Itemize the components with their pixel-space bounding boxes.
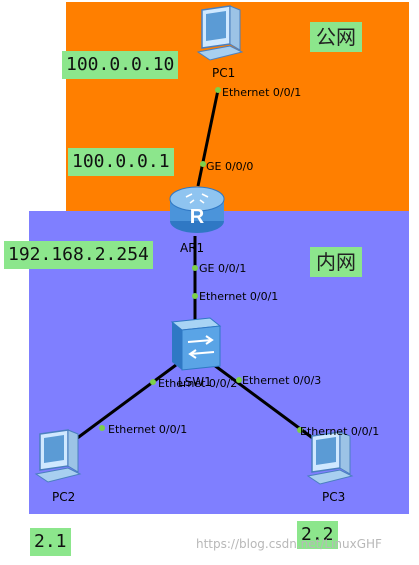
port-label-ar1-ge000: GE 0/0/0 [206, 160, 254, 173]
port-dot-pc2 [99, 425, 105, 431]
pc-icon[interactable] [32, 428, 82, 486]
port-dot-lsw1-eth3 [236, 377, 242, 383]
ar1-label: AR1 [180, 241, 205, 255]
pc2-label: PC2 [52, 490, 76, 504]
public-zone-title: 公网 [310, 22, 362, 52]
pc-icon[interactable] [194, 4, 244, 64]
private-zone-title: 内网 [310, 247, 362, 277]
port-dot-lsw1-eth1 [192, 293, 198, 299]
ip-tag-pc2: 2.1 [30, 528, 71, 556]
port-label-pc1-eth: Ethernet 0/0/1 [222, 86, 302, 99]
router-icon[interactable]: R [168, 181, 226, 239]
svg-text:R: R [190, 206, 205, 228]
ip-tag-pc3: 2.2 [297, 521, 338, 549]
port-label-ar1-ge001: GE 0/0/1 [199, 262, 247, 275]
ip-tag-ar1-public: 100.0.0.1 [68, 148, 174, 176]
port-dot-pc3 [297, 427, 303, 433]
switch-icon[interactable] [166, 316, 226, 372]
ip-tag-ar1-private: 192.168.2.254 [4, 241, 153, 269]
port-label-lsw1-eth1: Ethernet 0/0/1 [199, 290, 279, 303]
ip-tag-pc1: 100.0.0.10 [62, 51, 179, 79]
port-label-lsw1-eth2: Ethernet 0/0/2 [158, 377, 238, 390]
pc-icon[interactable] [304, 430, 354, 488]
port-label-pc3-eth: Ethernet 0/0/1 [300, 425, 380, 438]
link-lsw1-pc2 [71, 363, 177, 444]
pc3-label: PC3 [322, 490, 346, 504]
port-dot-lsw1-eth2 [150, 379, 156, 385]
pc1-label: PC1 [212, 66, 236, 80]
lsw1-label: LSW1 [178, 375, 212, 389]
port-label-pc2-eth: Ethernet 0/0/1 [108, 423, 188, 436]
port-dot-pc1 [215, 87, 221, 93]
port-dot-ar1-ge001 [192, 265, 198, 271]
link-pc1-ar1 [196, 89, 220, 187]
watermark-text: https://blog.csdn.net/LinuxGHF [196, 537, 382, 551]
port-dot-ar1-ge000 [200, 161, 206, 167]
port-label-lsw1-eth3: Ethernet 0/0/3 [242, 374, 322, 387]
